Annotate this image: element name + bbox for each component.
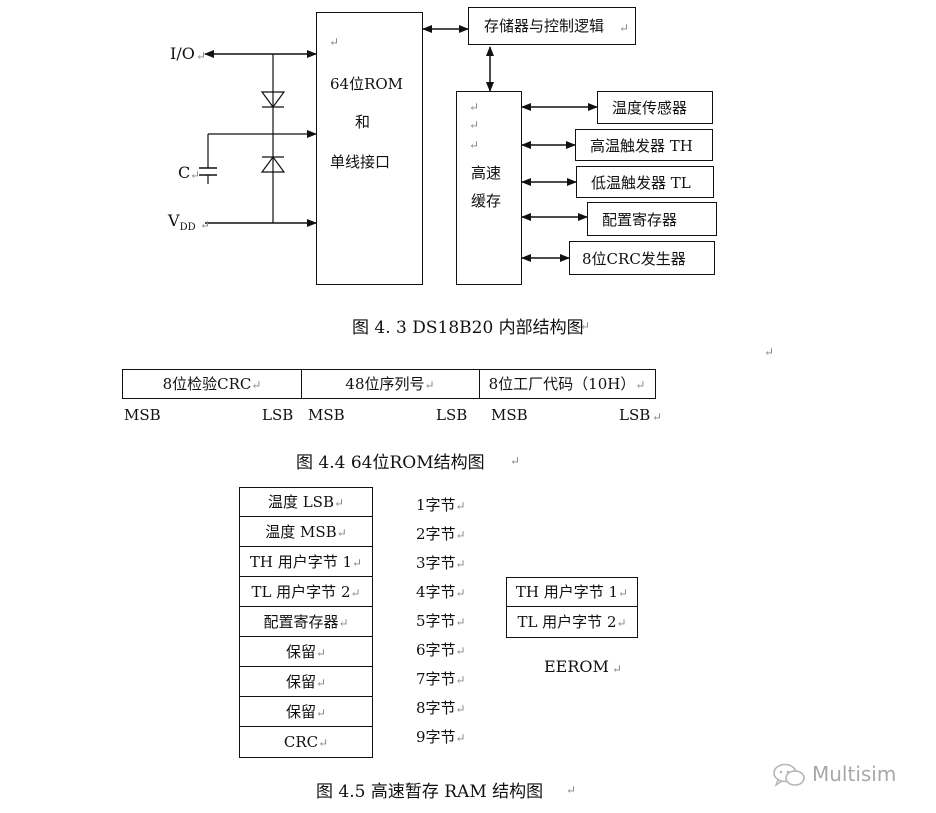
figure-4-4-caption: 图 4.4 64位ROM结构图 [296, 453, 485, 473]
crc-generator-block: 8位CRC发生器 [569, 241, 715, 275]
scratchpad-row: 配置寄存器↵ [240, 608, 372, 637]
io-label: I/O [170, 44, 195, 63]
crc-generator-label: 8位CRC发生器 [582, 250, 686, 268]
byte-label: 5字节↵ [416, 612, 466, 630]
rom-segment-family-code: 8位工厂代码（10H）↵ [488, 375, 646, 393]
tl-trigger-block: 低温触发器 TL [576, 166, 714, 198]
rom-line-1: 64位ROM [330, 75, 404, 93]
scratchpad-table: 温度 LSB↵ 温度 MSB↵ TH 用户字节 1↵ TL 用户字节 2↵ 配置… [239, 487, 373, 758]
msb-label: MSB [308, 406, 345, 424]
diode-2 [260, 155, 286, 173]
pilcrow: ↵ [652, 410, 663, 424]
byte-label: 1字节↵ [416, 496, 466, 514]
scratchpad-cache-block: ↵ ↵ ↵ 高速 缓存 [456, 91, 522, 285]
pilcrow: ↵ [190, 168, 201, 182]
pilcrow: ↵ [469, 118, 480, 132]
temp-sensor-label: 温度传感器 [612, 99, 688, 117]
config-register-block: 配置寄存器 [587, 202, 717, 236]
rom-line-2: 和 [355, 113, 371, 131]
diode-1 [260, 91, 286, 109]
scratchpad-row: TL 用户字节 2↵ [240, 578, 372, 607]
temp-sensor-block: 温度传感器 [597, 91, 713, 124]
byte-label: 9字节↵ [416, 728, 466, 746]
scratchpad-row: 保留↵ [240, 668, 372, 697]
watermark-text: Multisim [812, 762, 897, 786]
lsb-label: LSB [436, 406, 468, 424]
scratchpad-row: 保留↵ [240, 638, 372, 667]
byte-label: 2字节↵ [416, 525, 466, 543]
pilcrow: ↵ [469, 138, 480, 152]
eeprom-table: TH 用户字节 1↵ TL 用户字节 2↵ [506, 577, 638, 638]
pilcrow: ↵ [619, 21, 630, 35]
lsb-label: LSB [619, 406, 651, 424]
th-trigger-label: 高温触发器 TH [590, 137, 693, 155]
storage-control-logic-block: 存储器与控制逻辑 ↵ [468, 7, 636, 45]
scratchpad-row: TH 用户字节 1↵ [240, 548, 372, 577]
pilcrow: ↵ [764, 345, 775, 359]
eeprom-label: EEROM [544, 657, 609, 676]
pilcrow: ↵ [200, 218, 211, 232]
rom-line-3: 单线接口 [330, 153, 391, 171]
rom-interface-block: ↵ 64位ROM 和 单线接口 [316, 12, 423, 285]
byte-label: 3字节↵ [416, 554, 466, 572]
storage-logic-label: 存储器与控制逻辑 [484, 17, 605, 35]
pilcrow: ↵ [510, 454, 521, 468]
th-trigger-block: 高温触发器 TH [575, 129, 713, 161]
pilcrow: ↵ [329, 35, 340, 49]
pilcrow: ↵ [580, 319, 591, 333]
rom-structure-bar: 8位检验CRC↵ 48位序列号↵ 8位工厂代码（10H）↵ [122, 369, 656, 399]
wechat-icon [773, 763, 805, 787]
pilcrow: ↵ [566, 783, 577, 797]
tl-trigger-label: 低温触发器 TL [591, 174, 691, 192]
msb-label: MSB [124, 406, 161, 424]
eeprom-row: TH 用户字节 1↵ [507, 578, 637, 607]
cache-line-1: 高速 [471, 164, 502, 182]
rom-segment-serial: 48位序列号↵ [301, 370, 480, 398]
scratchpad-row: 温度 MSB↵ [240, 518, 372, 547]
scratchpad-row: 温度 LSB↵ [240, 488, 372, 517]
scratchpad-row: 保留↵ [240, 698, 372, 727]
lsb-label: LSB [262, 406, 294, 424]
pilcrow: ↵ [469, 100, 480, 114]
c-label: C [178, 163, 191, 182]
pilcrow: ↵ [196, 49, 207, 63]
byte-label: 8字节↵ [416, 699, 466, 717]
figure-4-3-caption: 图 4. 3 DS18B20 内部结构图 [352, 318, 584, 338]
byte-label: 4字节↵ [416, 583, 466, 601]
byte-label: 7字节↵ [416, 670, 466, 688]
config-register-label: 配置寄存器 [602, 211, 678, 229]
byte-label: 6字节↵ [416, 641, 466, 659]
vdd-label: VDD [168, 211, 196, 234]
figure-4-3-wiring [199, 25, 598, 262]
rom-segment-crc: 8位检验CRC↵ [123, 370, 302, 398]
figure-4-5-caption: 图 4.5 高速暂存 RAM 结构图 [316, 782, 544, 802]
cache-line-2: 缓存 [471, 192, 502, 210]
pilcrow: ↵ [612, 662, 623, 676]
scratchpad-row: CRC↵ [283, 733, 329, 751]
msb-label: MSB [491, 406, 528, 424]
eeprom-row: TL 用户字节 2↵ [517, 613, 627, 631]
